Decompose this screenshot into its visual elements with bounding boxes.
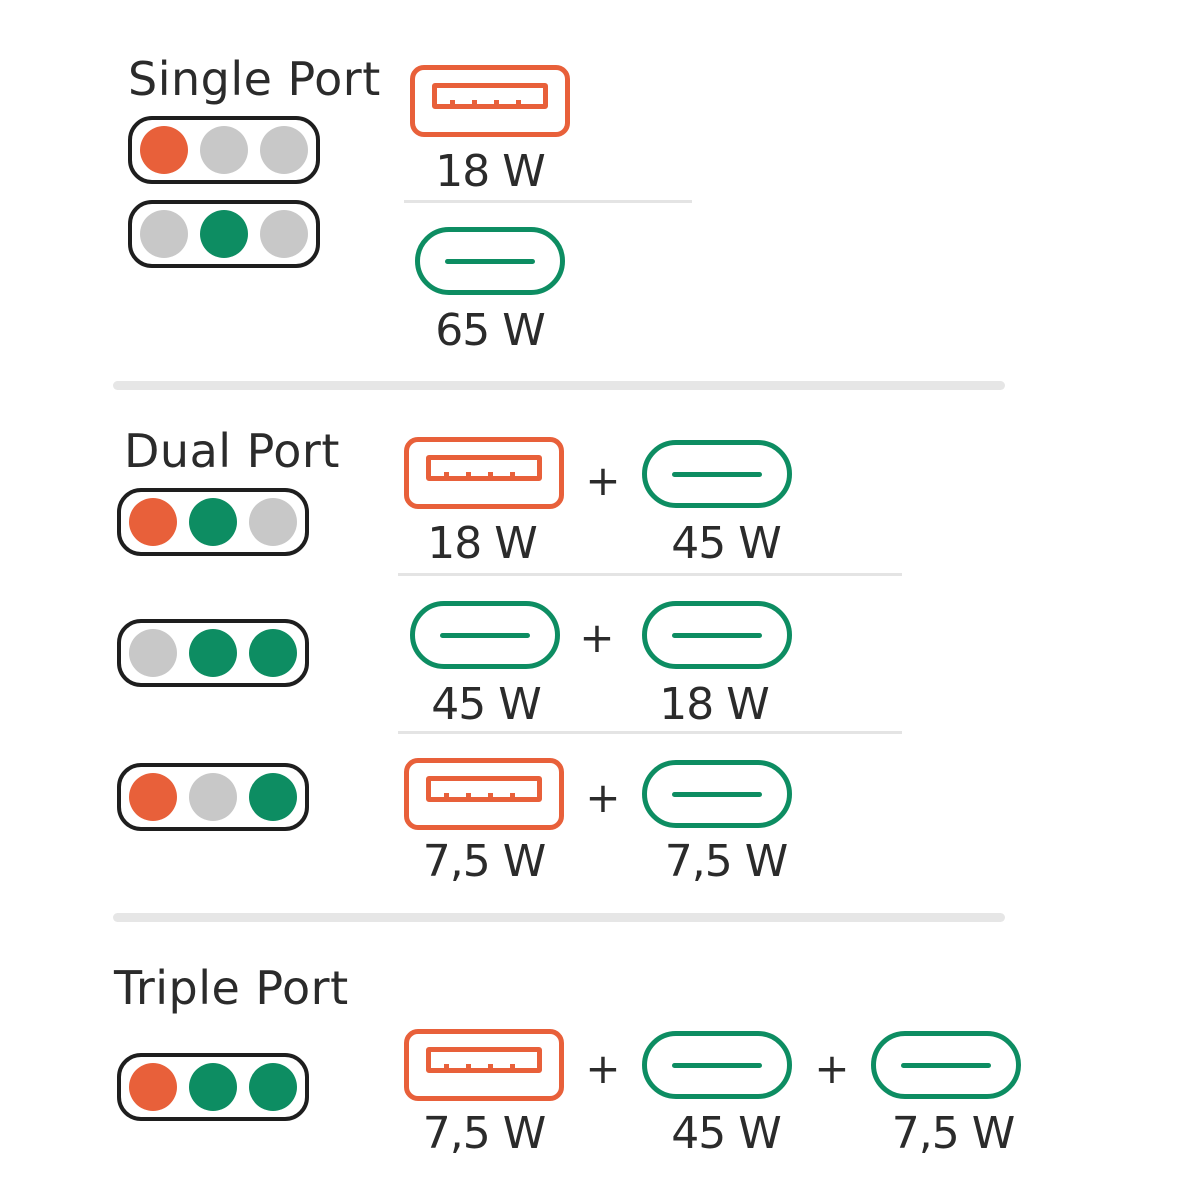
led-green-dot — [249, 629, 297, 677]
plus-sign: + — [579, 613, 615, 662]
section-divider — [113, 913, 1005, 922]
power-label: 18 W — [427, 518, 537, 569]
usb-c-slot — [445, 259, 535, 264]
section-title-triple-port: Triple Port — [114, 961, 349, 1015]
led-green-dot — [200, 210, 248, 258]
power-label: 18 W — [435, 146, 545, 197]
usb-c-slot — [672, 792, 762, 797]
power-label: 18 W — [659, 679, 769, 730]
led-orange-dot — [140, 126, 188, 174]
led-gray-dot — [200, 126, 248, 174]
usb-c-port-icon — [642, 1031, 792, 1099]
mode-divider — [398, 731, 902, 734]
led-gray-dot — [129, 629, 177, 677]
usb-a-pin — [466, 472, 471, 476]
usb-a-pin — [444, 793, 449, 797]
usb-a-pin — [510, 793, 515, 797]
led-gray-dot — [260, 126, 308, 174]
usb-a-pin — [516, 100, 521, 104]
plus-sign: + — [814, 1044, 850, 1093]
usb-a-pin — [510, 1064, 515, 1068]
usb-c-slot — [901, 1063, 991, 1068]
power-label: 7,5 W — [664, 836, 788, 887]
usb-a-port-icon — [404, 758, 564, 830]
section-divider — [113, 381, 1005, 390]
led-orange-dot — [129, 498, 177, 546]
usb-c-slot — [672, 1063, 762, 1068]
usb-c-port-icon — [642, 760, 792, 828]
usb-a-pin — [444, 472, 449, 476]
led-indicator — [117, 488, 309, 556]
usb-a-pin — [510, 472, 515, 476]
led-indicator — [117, 763, 309, 831]
section-title-dual-port: Dual Port — [124, 424, 340, 478]
usb-c-port-icon — [415, 227, 565, 295]
usb-c-slot — [672, 633, 762, 638]
power-label: 7,5 W — [891, 1108, 1015, 1159]
led-gray-dot — [140, 210, 188, 258]
usb-a-slot — [426, 455, 542, 481]
led-green-dot — [189, 498, 237, 546]
plus-sign: + — [585, 1044, 621, 1093]
usb-a-pin — [466, 793, 471, 797]
usb-c-slot — [672, 472, 762, 477]
led-gray-dot — [189, 773, 237, 821]
usb-c-port-icon — [871, 1031, 1021, 1099]
usb-a-pin — [450, 100, 455, 104]
usb-a-slot — [426, 1047, 542, 1073]
usb-c-port-icon — [642, 601, 792, 669]
led-orange-dot — [129, 773, 177, 821]
led-indicator — [128, 116, 320, 184]
power-label: 45 W — [671, 1108, 781, 1159]
usb-a-slot — [426, 776, 542, 802]
led-gray-dot — [260, 210, 308, 258]
power-label: 7,5 W — [422, 1108, 546, 1159]
power-label: 45 W — [431, 679, 541, 730]
usb-a-pin — [466, 1064, 471, 1068]
usb-a-pin — [444, 1064, 449, 1068]
led-indicator — [128, 200, 320, 268]
led-green-dot — [189, 629, 237, 677]
led-indicator — [117, 1053, 309, 1121]
led-green-dot — [249, 773, 297, 821]
plus-sign: + — [585, 456, 621, 505]
usb-a-port-icon — [404, 1029, 564, 1101]
led-orange-dot — [129, 1063, 177, 1111]
power-label: 45 W — [671, 518, 781, 569]
led-green-dot — [189, 1063, 237, 1111]
plus-sign: + — [585, 773, 621, 822]
usb-a-pin — [488, 472, 493, 476]
usb-a-slot — [432, 83, 548, 109]
power-label: 65 W — [435, 305, 545, 356]
usb-a-port-icon — [410, 65, 570, 137]
usb-a-port-icon — [404, 437, 564, 509]
led-indicator — [117, 619, 309, 687]
section-title-single-port: Single Port — [128, 52, 381, 106]
led-green-dot — [249, 1063, 297, 1111]
mode-divider — [398, 573, 902, 576]
usb-a-pin — [488, 793, 493, 797]
usb-a-pin — [472, 100, 477, 104]
usb-a-pin — [488, 1064, 493, 1068]
mode-divider — [404, 200, 692, 203]
usb-c-slot — [440, 633, 530, 638]
power-label: 7,5 W — [422, 836, 546, 887]
led-gray-dot — [249, 498, 297, 546]
usb-a-pin — [494, 100, 499, 104]
usb-c-port-icon — [410, 601, 560, 669]
usb-c-port-icon — [642, 440, 792, 508]
